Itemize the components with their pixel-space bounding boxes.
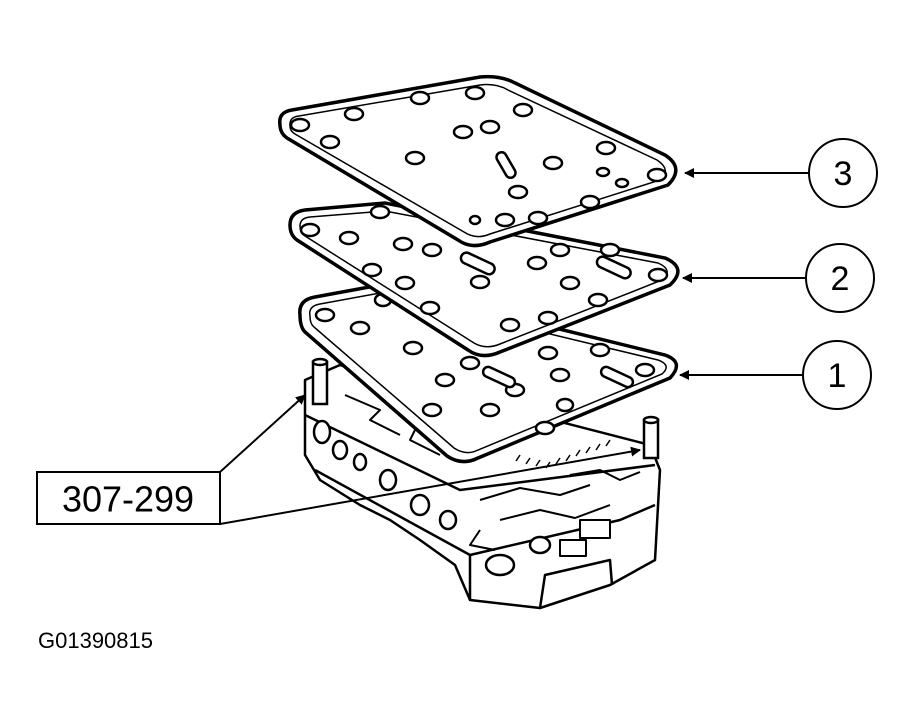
tool-label-box <box>36 471 221 525</box>
plate-3-upper-gasket <box>278 74 678 248</box>
tool-label-text: 307-299 <box>62 479 194 520</box>
callout-2-circle <box>805 243 875 313</box>
plate-3-holes <box>289 85 668 228</box>
tool-leaders <box>219 394 641 525</box>
callout-2: 2 <box>805 243 875 313</box>
callout-1-number: 1 <box>828 357 847 395</box>
callout-3-number: 3 <box>834 155 853 193</box>
figure-id: G01390815 <box>38 628 153 653</box>
callout-3: 3 <box>808 138 878 208</box>
alignment-pin-left <box>311 357 329 406</box>
plate-2-holes <box>299 204 669 333</box>
valve-body <box>303 363 662 610</box>
callout-arrows <box>679 168 808 380</box>
callout-1: 1 <box>802 340 872 410</box>
plate-1-holes <box>314 292 656 436</box>
callout-2-number: 2 <box>831 260 850 298</box>
callout-1-circle <box>802 340 872 410</box>
callout-3-circle <box>808 138 878 208</box>
plate-1-lower-gasket <box>298 283 679 464</box>
tool-label: 307-299 <box>36 394 641 525</box>
plate-2-separator-plate <box>288 201 680 358</box>
alignment-pin-right <box>642 415 660 460</box>
